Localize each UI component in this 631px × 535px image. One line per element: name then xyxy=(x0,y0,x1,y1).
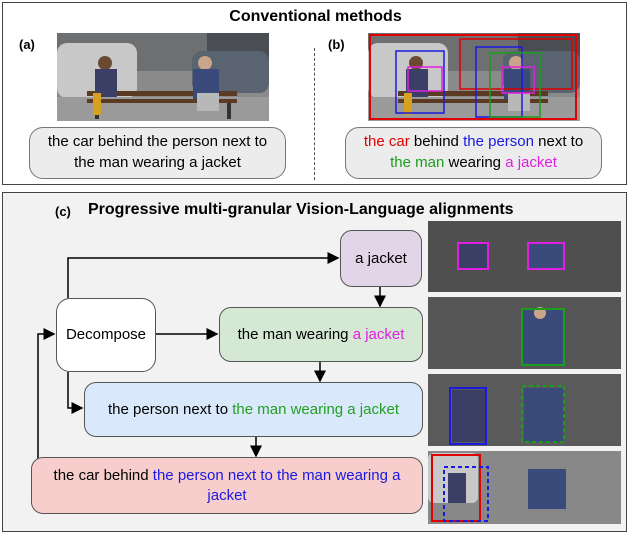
thumb-step1 xyxy=(428,221,621,292)
step3-prefix: the person next to xyxy=(107,400,233,418)
caption-b-behind: behind xyxy=(409,133,464,150)
panel-a-tag: (a) xyxy=(19,37,35,52)
thumb-step4-illustration xyxy=(428,451,621,524)
arrow-to-person xyxy=(67,372,84,414)
step2-box: the man wearing a jacket xyxy=(219,307,423,362)
step2-highlight: a jacket xyxy=(352,325,405,343)
progressive-title: Progressive multi-granular Vision-Langua… xyxy=(88,201,514,218)
caption-a: the car behind the person next to the ma… xyxy=(29,127,286,179)
caption-b-the-car: the car xyxy=(363,133,410,150)
step3-box: the person next to the man wearing a jac… xyxy=(84,382,423,437)
thumb-step2 xyxy=(428,297,621,369)
thumb-step2-illustration xyxy=(428,297,621,369)
panel-b-tag: (b) xyxy=(328,37,345,52)
step4-prefix: the car behind xyxy=(53,466,153,484)
panel-divider xyxy=(314,48,315,180)
step4-box: the car behind the person next to the ma… xyxy=(31,457,423,514)
arrow-to-jacket xyxy=(67,252,340,298)
scene-photo-b xyxy=(368,33,580,121)
scene-illustration xyxy=(57,33,269,121)
step3-highlight: the man wearing a jacket xyxy=(232,400,399,418)
thumb-step1-illustration xyxy=(428,221,621,292)
caption-b: the car behind the person next to the ma… xyxy=(345,127,602,179)
step1-box: a jacket xyxy=(340,230,422,287)
caption-b-next-to: next to xyxy=(533,133,584,150)
panel-c-tag: (c) xyxy=(55,204,71,219)
thumb-step3 xyxy=(428,374,621,446)
conventional-title: Conventional methods xyxy=(229,8,402,25)
thumb-step4 xyxy=(428,451,621,524)
caption-b-the-person: the person xyxy=(463,133,534,150)
scene-illustration-boxes xyxy=(368,33,580,121)
thumb-step3-illustration xyxy=(428,374,621,446)
step4-highlight: the person next to the man wearing a jac… xyxy=(152,466,401,504)
step2-prefix: the man wearing xyxy=(237,325,353,343)
decompose-label: Decompose xyxy=(65,326,147,343)
scene-photo-a xyxy=(57,33,269,121)
decompose-box: Decompose xyxy=(56,298,156,372)
caption-b-the-man: the man xyxy=(390,154,445,171)
caption-b-a-jacket: a jacket xyxy=(505,154,557,171)
caption-b-wearing: wearing xyxy=(444,154,506,171)
step1-text: a jacket xyxy=(355,249,407,267)
arrow-loop-back xyxy=(37,328,56,460)
